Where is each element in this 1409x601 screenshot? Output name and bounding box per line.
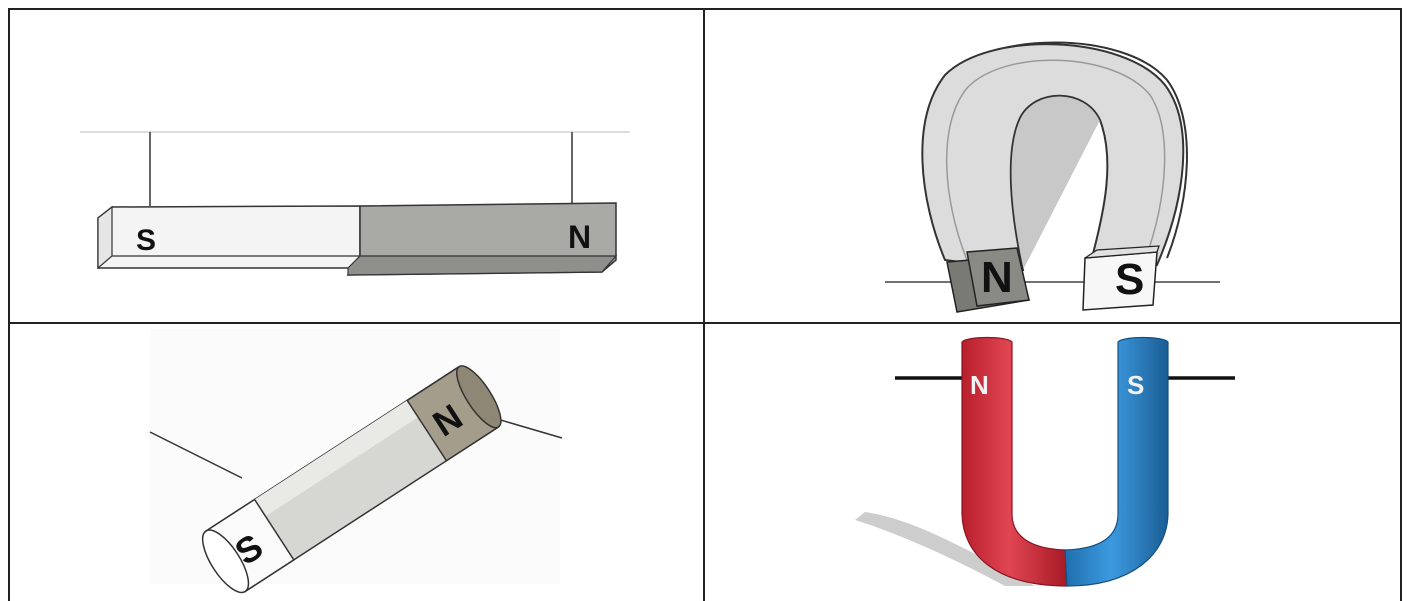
u-magnet-left-pole-label: N: [970, 370, 989, 400]
bar-magnet-right-pole-label: N: [568, 219, 591, 255]
u-magnet-right-pole-label: S: [1127, 370, 1144, 400]
bar-magnet-left-pole-label: S: [136, 224, 156, 257]
cell-horseshoe-magnet: N S: [705, 10, 1400, 322]
cylinder-magnet-figure: N S: [10, 324, 703, 601]
u-magnet-south-leg: [1065, 338, 1168, 587]
bar-magnet-figure: S N: [10, 10, 703, 322]
u-magnet-figure: N S: [705, 324, 1400, 601]
horseshoe-magnet-figure: N S: [705, 10, 1400, 322]
cell-u-magnet: N S: [705, 324, 1400, 601]
cell-cylinder-magnet: N S: [10, 324, 703, 601]
cell-bar-magnet: S N: [10, 10, 703, 322]
horseshoe-left-pole-label: N: [981, 253, 1013, 302]
horseshoe-right-pole-label: S: [1115, 255, 1144, 304]
